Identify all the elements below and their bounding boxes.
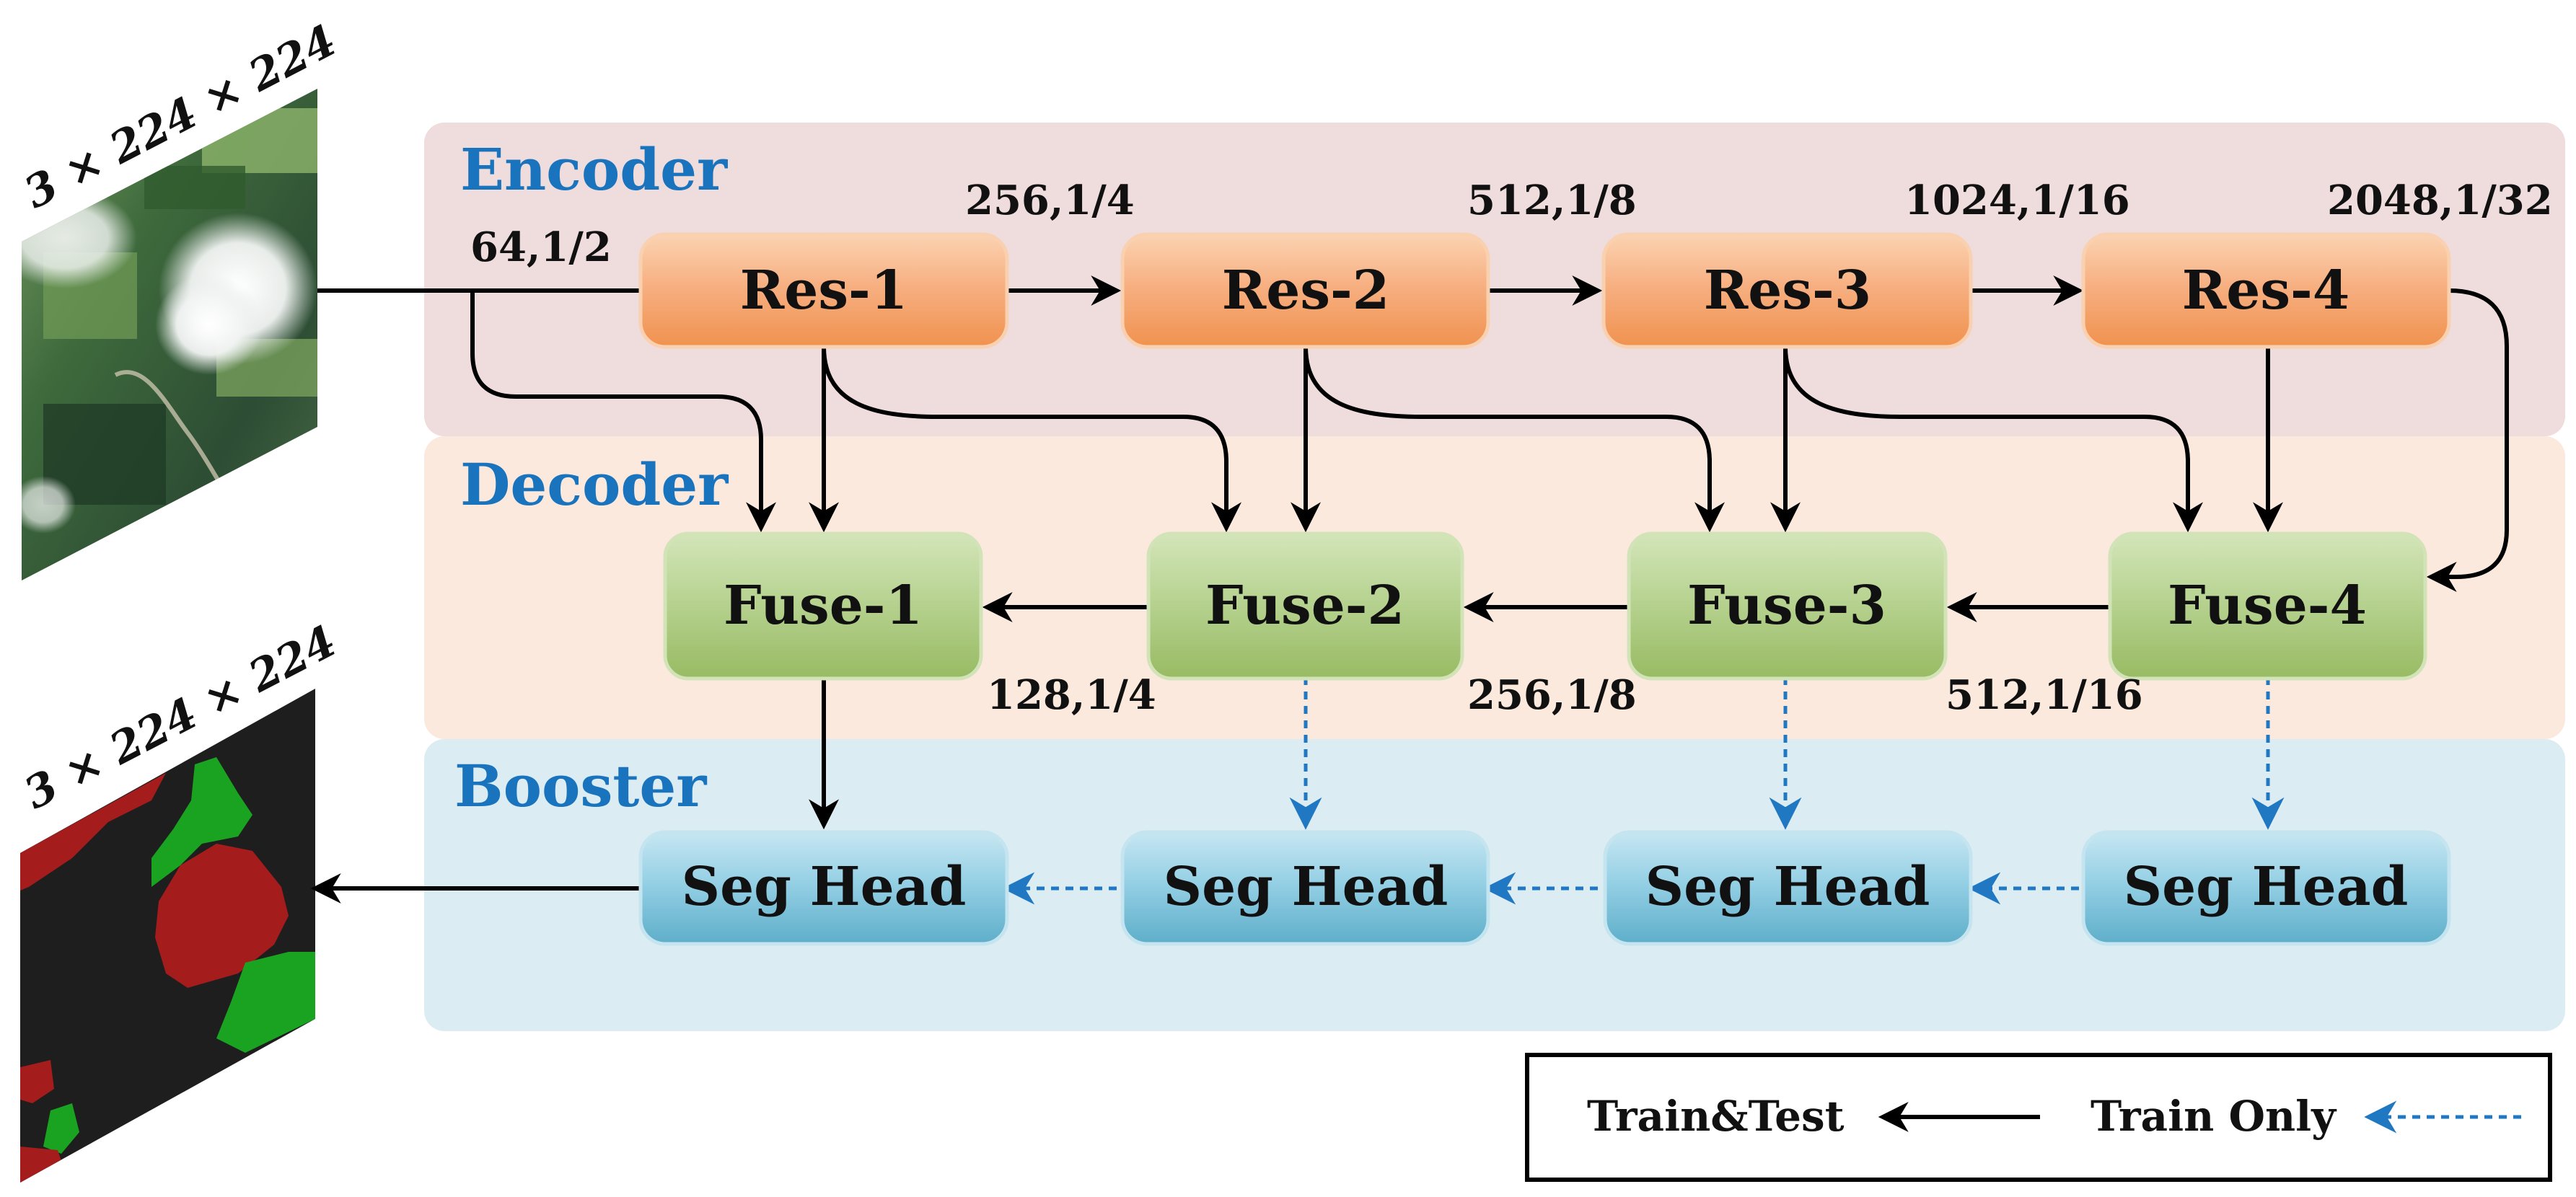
res-block-3-label: Res-3 [1704,260,1871,322]
seg-head-1: Seg Head [638,830,1009,946]
encoder-dim-label-res4: 2048,1/32 [2327,177,2553,224]
decoder-title: Decoder [460,451,729,518]
seg-head-3-label: Seg Head [1645,856,1930,918]
fuse-block-3-label: Fuse-3 [1687,575,1886,637]
encoder-dim-label-res2: 512,1/8 [1467,177,1637,224]
fuse-block-2: Fuse-2 [1146,531,1464,681]
dashed-arrows [1002,677,2285,905]
res-block-1-label: Res-1 [740,260,907,322]
seg-head-2-label: Seg Head [1164,856,1449,918]
res3-to-fuse4-arrow [1783,346,2203,533]
fuse-block-4: Fuse-4 [2108,531,2427,681]
input-satellite-image [22,89,317,580]
booster-title: Booster [454,752,707,820]
seg-head-3: Seg Head [1603,830,1973,946]
encoder-dim-label-res3: 1024,1/16 [1904,177,2130,224]
seg-head-2: Seg Head [1120,830,1490,946]
solid-arrows [310,275,2509,904]
fuse-block-1: Fuse-1 [663,531,983,681]
seg-head-4-label: Seg Head [2124,856,2409,918]
res-block-4-label: Res-4 [2182,260,2349,322]
fuse-block-2-label: Fuse-2 [1205,575,1405,637]
legend-train-test-label: Train&Test [1587,1092,1845,1141]
fuse-block-3: Fuse-3 [1627,531,1948,681]
encoder-title: Encoder [460,136,728,203]
fuse-block-1-label: Fuse-1 [724,575,923,637]
encoder-dim-label-stem: 64,1/2 [470,224,612,271]
res4-to-fuse4-wrap-arrow [2426,288,2509,592]
res-block-3: Res-3 [1601,232,1973,349]
encoder-section [424,123,2565,436]
res-block-1: Res-1 [638,232,1009,349]
res-block-4: Res-4 [2081,232,2451,349]
res1-to-fuse2-arrow [822,346,1241,533]
decoder-dim-label-fuse3: 256,1/8 [1467,671,1637,719]
decoder-dim-label-fuse2: 128,1/4 [987,671,1156,719]
encoder-dim-label-res1: 256,1/4 [965,177,1135,224]
decoder-dim-label-fuse4: 512,1/16 [1946,671,2143,719]
res2-to-fuse3-arrow [1304,346,1725,533]
res-block-2-label: Res-2 [1222,260,1389,322]
legend-train-only-label: Train Only [2091,1092,2337,1141]
seg-head-4: Seg Head [2081,830,2451,946]
res-block-2: Res-2 [1120,232,1490,349]
fuse-block-4-label: Fuse-4 [2168,575,2367,637]
seg-head-1-label: Seg Head [682,856,967,918]
stem-to-fuse1-arrow [470,291,776,533]
legend: Train&Test Train Only [1525,1053,2552,1182]
